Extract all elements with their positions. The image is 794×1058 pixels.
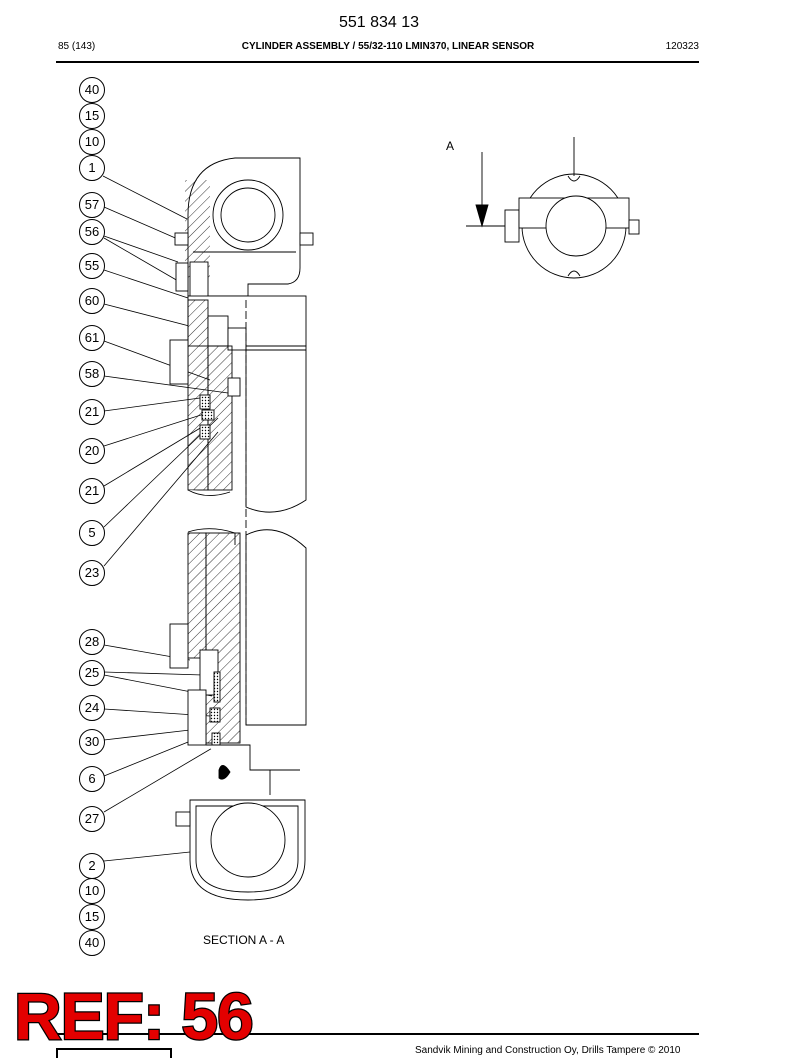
- document-number: 551 834 13: [338, 14, 420, 31]
- callout-bubble: 27: [79, 806, 105, 832]
- callout-bubble: 55: [79, 253, 105, 279]
- callout-bubble: 10: [79, 878, 105, 904]
- callout-bubble: 57: [79, 192, 105, 218]
- drawing-code: 120323: [665, 41, 699, 52]
- cylinder-body: [169, 157, 314, 901]
- footer-divider: [56, 1033, 699, 1035]
- callout-bubble: 24: [79, 695, 105, 721]
- callout-bubble: 15: [79, 103, 105, 129]
- section-caption: SECTION A - A: [203, 933, 285, 947]
- reference-stamp: REF: 56: [13, 979, 255, 1053]
- callout-bubble: 40: [79, 930, 105, 956]
- callout-bubble: 60: [79, 288, 105, 314]
- footer-copyright: Sandvik Mining and Construction Oy, Dril…: [415, 1045, 681, 1056]
- header-divider: [56, 61, 699, 63]
- callout-bubble: 56: [79, 219, 105, 245]
- leader-lines: [102, 175, 229, 862]
- callout-bubble: 40: [79, 77, 105, 103]
- callout-bubble: 5: [79, 520, 105, 546]
- callout-bubble: 25: [79, 660, 105, 686]
- callout-bubble: 10: [79, 129, 105, 155]
- callout-bubble: 28: [79, 629, 105, 655]
- callout-bubble: 58: [79, 361, 105, 387]
- callout-bubble: 1: [79, 155, 105, 181]
- section-view-label: A: [446, 139, 455, 153]
- callout-bubble: 61: [79, 325, 105, 351]
- callout-bubble: 20: [79, 438, 105, 464]
- callout-bubble: 6: [79, 766, 105, 792]
- callout-bubble: 23: [79, 560, 105, 586]
- page-number: 85 (143): [58, 41, 96, 52]
- callout-bubble: 2: [79, 853, 105, 879]
- callout-bubble: 21: [79, 399, 105, 425]
- callout-bubble: 30: [79, 729, 105, 755]
- callout-bubble: 15: [79, 904, 105, 930]
- section-view-a: [466, 137, 640, 279]
- callout-bubble: 21: [79, 478, 105, 504]
- page-title: CYLINDER ASSEMBLY / 55/32-110 LMIN370, L…: [241, 41, 535, 52]
